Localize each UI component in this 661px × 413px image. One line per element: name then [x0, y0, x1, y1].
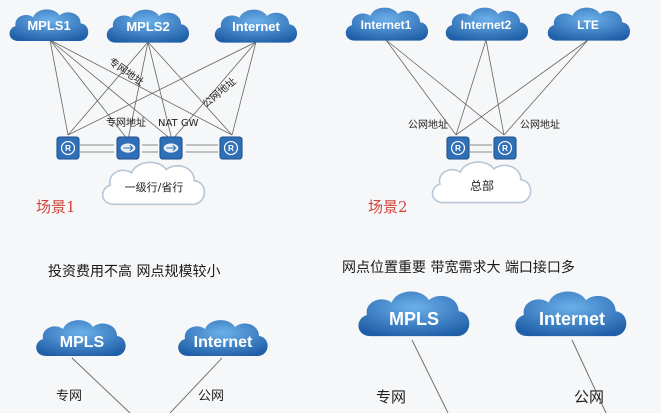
private-link-label: 专网: [376, 388, 406, 406]
router-icon: [493, 136, 517, 160]
public-link-label: 公网: [198, 389, 224, 404]
scene2-lan: [470, 144, 492, 153]
cloud-label: Internet2: [461, 18, 512, 32]
bottom-left-links: [71, 357, 223, 413]
router-icon: [446, 136, 470, 160]
cloud-label: LTE: [577, 18, 599, 32]
scene2-links: [385, 39, 589, 136]
cloud-internet: Internet: [178, 320, 268, 356]
cloud-mpls1: MPLS1: [9, 9, 89, 41]
scenario-caption: 投资费用不高 网点规模较小: [48, 263, 220, 280]
scene1-links: [49, 39, 257, 141]
site-cloud-tier1-branch: 一级行/省行: [101, 161, 206, 206]
site-cloud-label: 一级行/省行: [125, 181, 184, 194]
cloud-label: MPLS: [389, 309, 439, 329]
scenario-caption: 网点位置重要 带宽需求大 端口接口多: [342, 259, 575, 276]
public-address-label: 公网地址: [408, 118, 448, 131]
public-link-label: 公网: [574, 388, 604, 406]
cloud-label: MPLS: [60, 334, 105, 351]
site-cloud-label: 总部: [470, 178, 494, 193]
cloud-lte: LTE: [547, 7, 631, 41]
scene1-lan: [80, 144, 218, 153]
public-address-label: 公网地址: [200, 75, 239, 111]
nat-gw-label: NAT GW: [158, 118, 199, 129]
public-address-label: 公网地址: [520, 118, 560, 131]
cloud-internet2: Internet2: [445, 7, 529, 41]
cloud-label: Internet: [194, 334, 253, 351]
cloud-internet: Internet: [214, 9, 298, 43]
private-link-label: 专网: [56, 389, 82, 404]
cloud-internet1: Internet1: [345, 7, 429, 41]
bottom-right-scenario: 网点位置重要 带宽需求大 端口接口多 MPLS Internet 专网 公网: [342, 259, 627, 413]
router-icon: [56, 136, 80, 160]
cloud-mpls: MPLS: [36, 320, 126, 356]
cloud-mpls2: MPLS2: [106, 9, 190, 43]
scene2: Internet1 Internet2 LTE 公网地址 公网地址 总部 场景2: [345, 7, 631, 216]
scene-label: 场景1: [36, 198, 76, 216]
cloud-label: Internet1: [361, 18, 412, 32]
nat-gateway-icon: [159, 136, 183, 160]
cloud-label: Internet: [232, 19, 280, 34]
bottom-right-links: [411, 339, 607, 413]
scene-label: 场景2: [368, 198, 408, 216]
private-address-label: 专网地址: [106, 116, 146, 129]
cloud-internet: Internet: [515, 291, 627, 337]
router-icon: [219, 136, 243, 160]
site-cloud-headquarters: 总部: [431, 161, 532, 204]
cloud-label: MPLS2: [126, 19, 169, 34]
nat-gateway-icon: [116, 136, 140, 160]
cloud-label: MPLS1: [27, 18, 70, 33]
cloud-mpls: MPLS: [358, 291, 470, 337]
scene1: MPLS1 MPLS2 Internet 专网地址 公网地址 专网地址 NAT …: [9, 9, 298, 216]
bottom-left-scenario: 投资费用不高 网点规模较小 MPLS Internet 专网 公网: [36, 263, 268, 413]
cloud-label: Internet: [539, 309, 605, 329]
